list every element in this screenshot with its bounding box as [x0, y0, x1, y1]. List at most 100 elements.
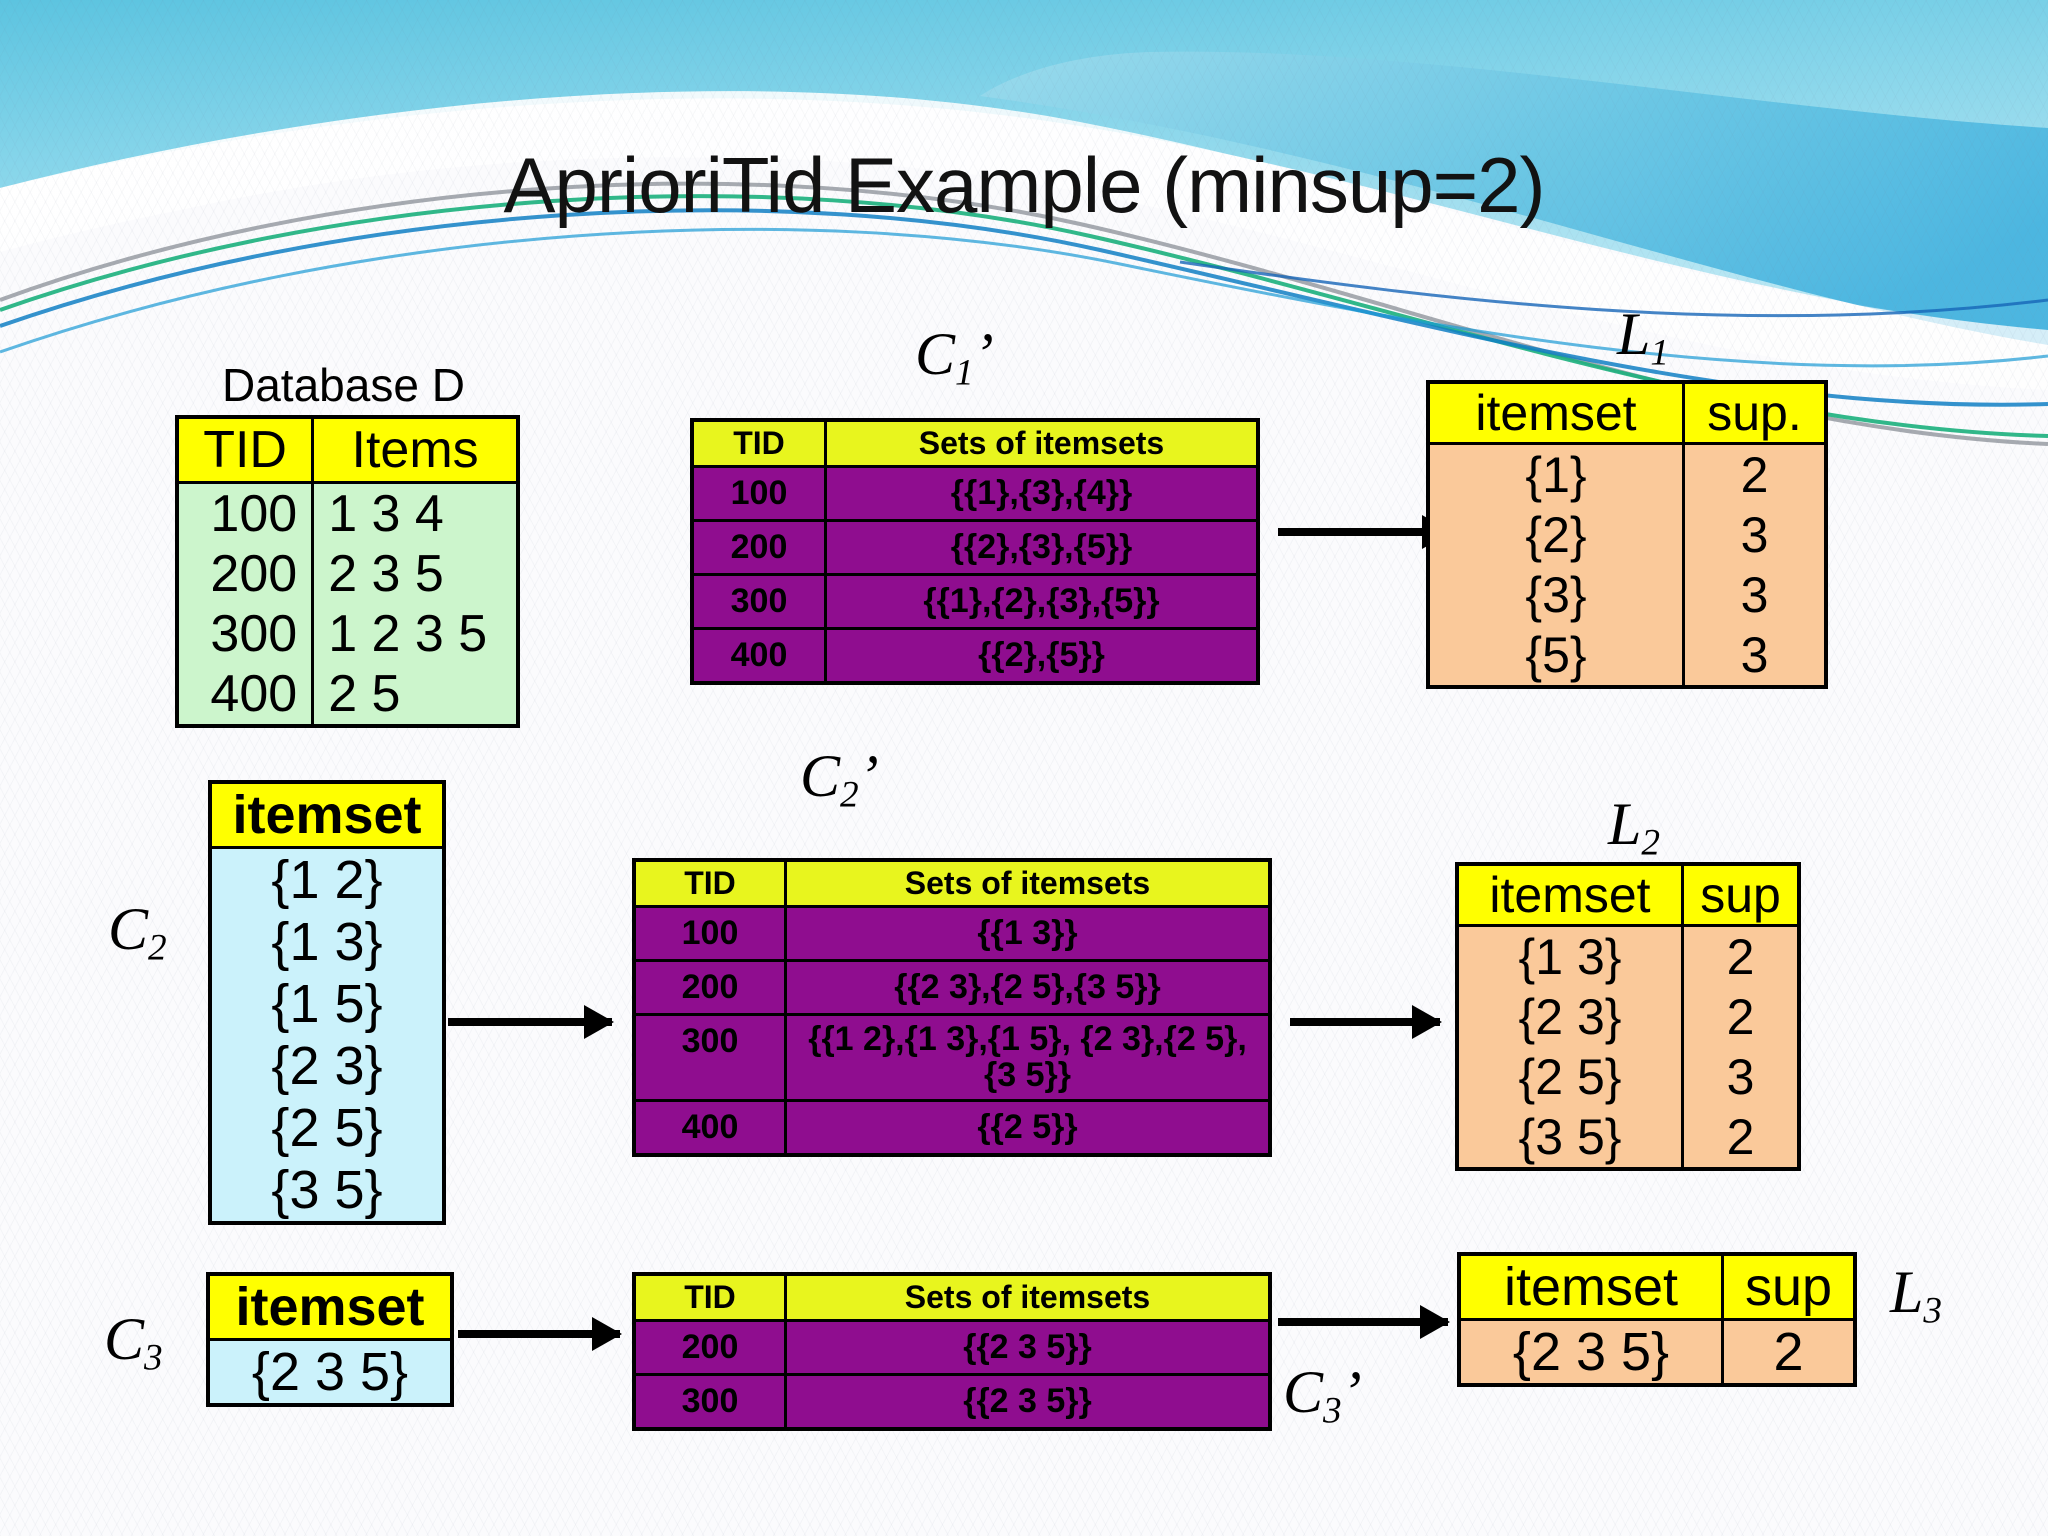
- cell-itemset: {1 3}: [1455, 924, 1684, 987]
- table-header-row: TID Sets of itemsets: [690, 418, 1260, 468]
- table-row: 200 {{2 3},{2 5},{3 5}}: [632, 959, 1272, 1016]
- table-header-row: itemset: [208, 780, 446, 849]
- cell-itemset: {2}: [1426, 505, 1685, 565]
- column-header-tid: TID: [175, 415, 315, 484]
- cell-tid: 200: [632, 959, 787, 1016]
- column-header-tid: TID: [690, 418, 827, 468]
- label-c2-base: C: [108, 896, 149, 962]
- label-c3-prime-mark: ’: [1341, 1359, 1362, 1425]
- cell-tid: 300: [690, 573, 827, 630]
- cell-sup: 2: [1681, 987, 1801, 1047]
- label-c1-prime-base: C: [915, 321, 956, 387]
- cell-sup: 2: [1681, 1107, 1801, 1171]
- column-header-sets: Sets of itemsets: [784, 1272, 1272, 1322]
- label-c3-prime-sub: 3: [1323, 1390, 1342, 1432]
- label-l1-base: L: [1617, 301, 1651, 367]
- label-c2-prime-mark: ’: [858, 743, 879, 809]
- cell-itemset: {1 5}: [208, 973, 446, 1035]
- l2-table: itemset sup {1 3} 2 {2 3} 2 {2 5} 3 {3 5…: [1455, 862, 1801, 1171]
- label-l1: L1: [1617, 300, 1669, 374]
- table-header-row: TID Sets of itemsets: [632, 1272, 1272, 1322]
- column-header-sets: Sets of itemsets: [824, 418, 1260, 468]
- table-row: 200 {{2 3 5}}: [632, 1319, 1272, 1376]
- label-l2-base: L: [1608, 791, 1642, 857]
- table-row: 100 {{1 3}}: [632, 905, 1272, 962]
- table-row: 200 2 3 5: [175, 544, 520, 604]
- cell-itemset: {1}: [1426, 442, 1685, 505]
- table-row: {2 5} 3: [1455, 1047, 1801, 1107]
- c3-prime-table: TID Sets of itemsets 200 {{2 3 5}} 300 {…: [632, 1272, 1272, 1431]
- label-l3: L3: [1890, 1258, 1942, 1332]
- label-c3-sub: 3: [144, 1337, 163, 1379]
- cell-itemset: {2 5}: [1455, 1047, 1684, 1107]
- cell-itemset: {2 3}: [1455, 987, 1684, 1047]
- cell-tid: 400: [632, 1099, 787, 1157]
- cell-sup: 2: [1681, 924, 1801, 987]
- table-header-row: itemset sup.: [1426, 380, 1828, 445]
- table-header-row: TID Sets of itemsets: [632, 858, 1272, 908]
- cell-items: 1 3 4: [311, 481, 520, 544]
- label-l2: L2: [1608, 790, 1660, 864]
- cell-tid: 200: [632, 1319, 787, 1376]
- cell-items: 2 3 5: [311, 544, 520, 604]
- label-l3-sub: 3: [1923, 1290, 1942, 1332]
- arrow-c1prime-to-l1: [1278, 515, 1452, 549]
- database-table: TID Items 100 1 3 4 200 2 3 5 300 1 2 3 …: [175, 415, 520, 728]
- c3-table: itemset {2 3 5}: [206, 1272, 454, 1407]
- cell-tid: 400: [690, 627, 827, 685]
- cell-itemset: {2 3 5}: [1457, 1318, 1724, 1387]
- column-header-itemset: itemset: [1426, 380, 1685, 445]
- cell-sets: {{1},{2},{3},{5}}: [824, 573, 1260, 630]
- label-c3-base: C: [104, 1306, 145, 1372]
- table-row: 100 {{1},{3},{4}}: [690, 465, 1260, 522]
- table-row: {1 5}: [208, 973, 446, 1035]
- cell-sets: {{2 3},{2 5},{3 5}}: [784, 959, 1272, 1016]
- column-header-items: Items: [311, 415, 520, 484]
- cell-sets: {{2},{3},{5}}: [824, 519, 1260, 576]
- label-c1-prime-sub: 1: [955, 352, 974, 394]
- table-row: 300 {{1},{2},{3},{5}}: [690, 573, 1260, 630]
- cell-sup: 2: [1721, 1318, 1857, 1387]
- cell-sets: {{2 5}}: [784, 1099, 1272, 1157]
- table-row: {1 3}: [208, 911, 446, 973]
- table-row: 100 1 3 4: [175, 481, 520, 544]
- table-row: {3} 3: [1426, 565, 1828, 625]
- table-row: 200 {{2},{3},{5}}: [690, 519, 1260, 576]
- arrow-c3-to-c3prime: [458, 1317, 622, 1351]
- column-header-itemset: itemset: [206, 1272, 454, 1341]
- table-row: {2 3 5}: [206, 1338, 454, 1407]
- table-row: {2} 3: [1426, 505, 1828, 565]
- column-header-itemset: itemset: [1457, 1252, 1724, 1321]
- cell-sets: {{1 3}}: [784, 905, 1272, 962]
- c2-prime-table: TID Sets of itemsets 100 {{1 3}} 200 {{2…: [632, 858, 1272, 1158]
- label-c1-prime: C1’: [915, 320, 994, 394]
- cell-itemset: {3 5}: [1455, 1107, 1684, 1171]
- label-l1-sub: 1: [1650, 332, 1669, 374]
- cell-sets: {{1 2},{1 3},{1 5}, {2 3},{2 5},{3 5}}: [784, 1012, 1272, 1103]
- label-c3-prime-base: C: [1283, 1359, 1324, 1425]
- cell-tid: 300: [632, 1012, 787, 1103]
- table-header-row: TID Items: [175, 415, 520, 484]
- cell-tid: 100: [632, 905, 787, 962]
- table-header-row: itemset: [206, 1272, 454, 1341]
- column-header-itemset: itemset: [1455, 862, 1684, 927]
- label-c2-sub: 2: [148, 927, 167, 969]
- table-row: {1} 2: [1426, 442, 1828, 505]
- cell-itemset: {3 5}: [208, 1159, 446, 1225]
- cell-items: 2 5: [311, 664, 520, 728]
- c1-prime-table: TID Sets of itemsets 100 {{1},{3},{4}} 2…: [690, 418, 1260, 685]
- cell-tid: 300: [175, 604, 315, 664]
- label-c3-prime: C3’: [1283, 1358, 1362, 1432]
- l1-table: itemset sup. {1} 2 {2} 3 {3} 3 {5} 3: [1426, 380, 1828, 689]
- cell-items: 1 2 3 5: [311, 604, 520, 664]
- table-row: 400 {{2 5}}: [632, 1099, 1272, 1157]
- cell-sets: {{1},{3},{4}}: [824, 465, 1260, 522]
- table-row: 400 {{2},{5}}: [690, 627, 1260, 685]
- table-header-row: itemset sup: [1455, 862, 1801, 927]
- cell-sup: 3: [1682, 505, 1828, 565]
- page-title: AprioriTid Example (minsup=2): [503, 141, 1546, 229]
- label-c2-prime: C2’: [800, 742, 879, 816]
- cell-itemset: {5}: [1426, 625, 1685, 689]
- cell-tid: 300: [632, 1373, 787, 1431]
